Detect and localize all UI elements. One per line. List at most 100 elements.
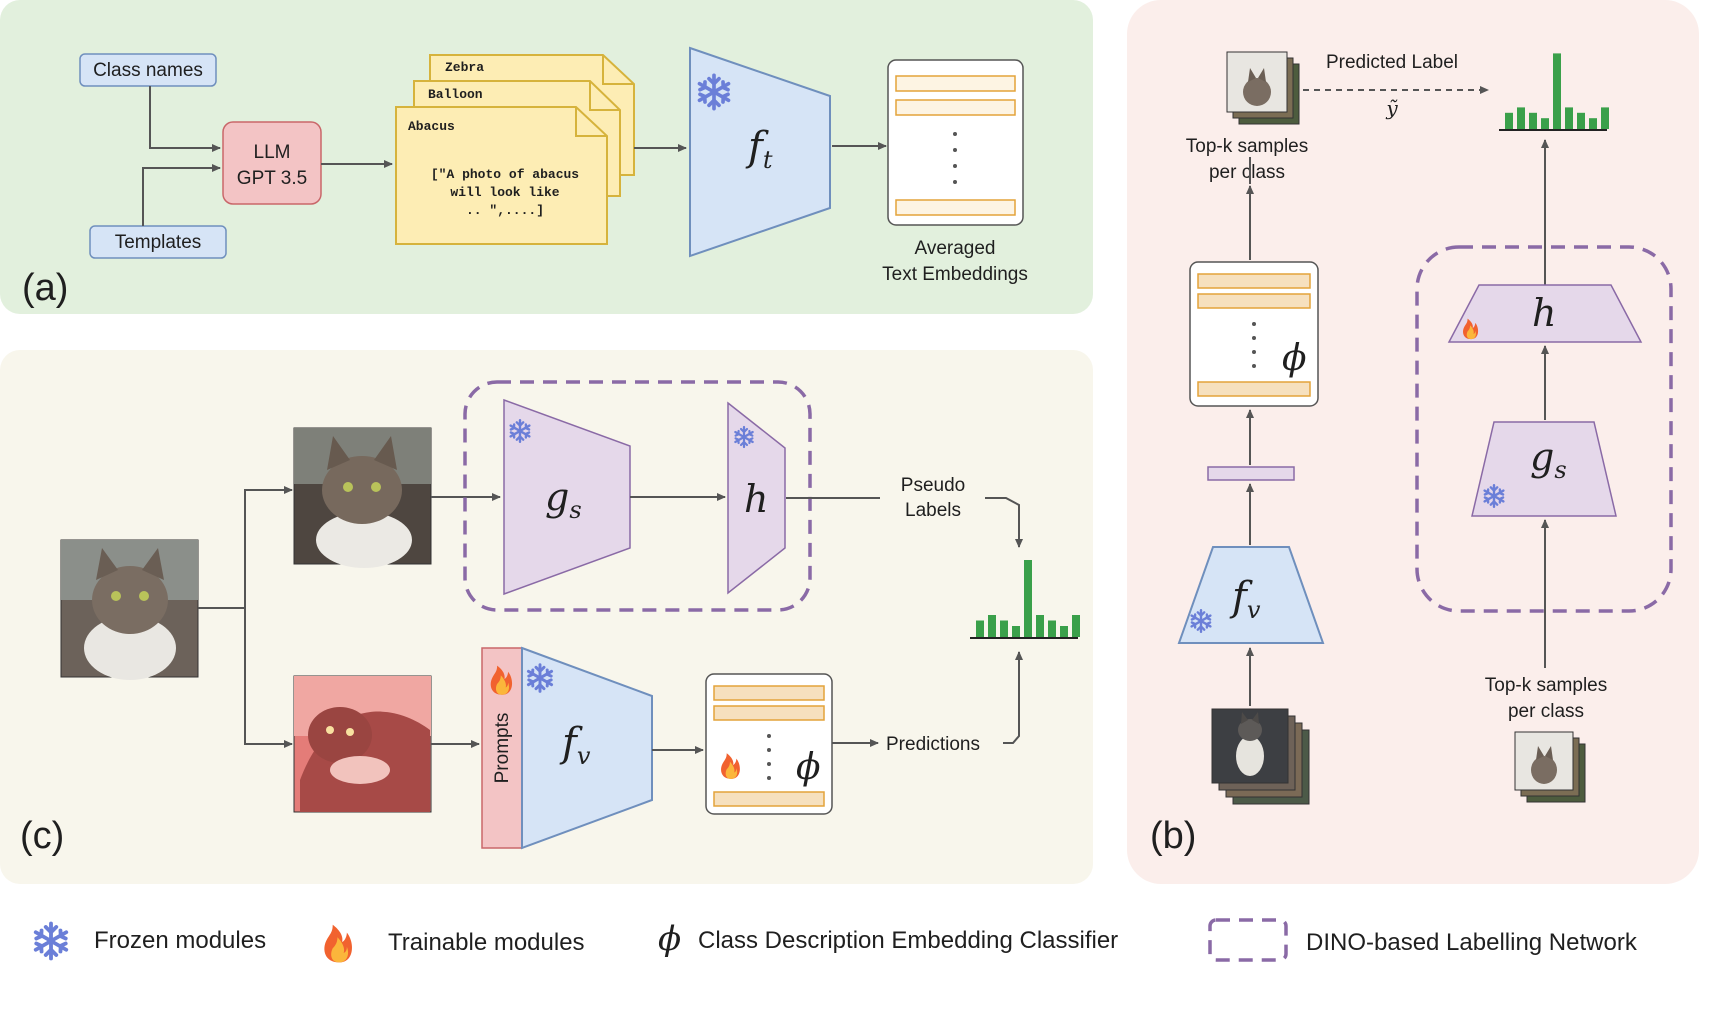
predicted-label-text: Predicted Label [1326, 52, 1458, 73]
image-encoder-fv [521, 646, 653, 850]
histogram-b [1499, 53, 1609, 131]
pseudo-labels-bg [880, 472, 985, 524]
histogram-b-bar [1553, 53, 1561, 129]
input-cat-image [60, 539, 199, 680]
doc-abacus-label: Abacus [408, 119, 455, 134]
arrow-classnames-llm [149, 86, 221, 152]
embeddings-caption-line-1: Averaged [915, 238, 996, 259]
phi-symbol-b: ϕ [1282, 338, 1307, 379]
histogram-c-bar [1060, 626, 1068, 637]
embeddings-caption-line-2: Text Embeddings [882, 264, 1028, 285]
llm-model-label: GPT 3.5 [237, 168, 307, 189]
arrow-to-augmented-image [198, 486, 293, 609]
ellipsis-dots [767, 734, 771, 780]
phi-symbol: ϕ [796, 747, 821, 788]
histogram-b-bar [1577, 112, 1585, 129]
arrow-to-strong-augmented-image [244, 608, 293, 748]
llm-label: LLM [254, 142, 291, 163]
legend-frozen-label: Frozen modules [94, 927, 266, 954]
prompts-label: Prompts [492, 713, 513, 784]
panel-b-label: (b) [1150, 815, 1196, 857]
llm-box [222, 121, 322, 205]
embedding-row [895, 99, 1016, 116]
doc-balloon-fold [589, 81, 620, 111]
legend-classifier-label: Class Description Embedding Classifier [698, 927, 1118, 954]
classifier-row [1197, 381, 1311, 397]
histogram-b-bar [1529, 112, 1537, 129]
gs-symbol: gs [545, 475, 582, 524]
gs-module-b [1471, 421, 1617, 517]
gs-symbol-b: gs [1530, 435, 1567, 484]
dino-labelling-network-box [463, 380, 812, 612]
classifier-row [1197, 293, 1311, 309]
doc-prompt-line-2: will look like [450, 185, 559, 200]
doc-prompt-line-1: ["A photo of abacus [431, 167, 579, 182]
arrow-predictions-histogram [1003, 651, 1023, 744]
panel-c-label: (c) [20, 815, 64, 857]
predictions-label: Predictions [886, 734, 980, 755]
embedding-row [895, 75, 1016, 92]
templates-box [89, 225, 227, 259]
histogram-c-bar [976, 620, 984, 637]
histogram-b-bar [1589, 118, 1597, 129]
unlabelled-images-stack [1211, 708, 1310, 805]
classifier-row [713, 685, 825, 701]
histogram-c-bar [988, 615, 996, 637]
legend: Frozen modules Trainable modules ϕ Class… [33, 918, 1638, 963]
legend-phi-symbol: ϕ [658, 919, 681, 959]
panel-b: (b) Top-k samples per class Predicted La… [1150, 51, 1673, 857]
legend-dino-label: DINO-based Labelling Network [1306, 929, 1638, 956]
templates-label: Templates [115, 232, 202, 253]
panel-c: (c) [20, 380, 1080, 857]
fv-symbol-b: fv [1229, 574, 1261, 624]
y-tilde-symbol: ỹ [1385, 96, 1398, 120]
histogram-c-bar [1072, 615, 1080, 637]
classifier-row [1197, 273, 1311, 289]
histogram-b-bar [1517, 107, 1525, 129]
histogram-c [970, 560, 1080, 639]
feature-vector [1207, 466, 1295, 481]
pseudo-labels-line-2: Labels [905, 500, 961, 521]
h-module-b [1447, 284, 1643, 343]
histogram-b-bar [1505, 112, 1513, 129]
histogram-c-bar [1012, 626, 1020, 637]
panel-b-background [1127, 0, 1699, 884]
ellipsis-dots [1252, 322, 1256, 368]
histogram-c-bar [1000, 620, 1008, 637]
gs-module [503, 398, 631, 596]
legend-trainable-label: Trainable modules [388, 929, 585, 956]
top-k-samples-stack-left [1226, 51, 1300, 125]
top-k-right-line-1: Top-k samples [1485, 675, 1608, 696]
classifier-row [713, 791, 825, 807]
augmented-cat-image [293, 427, 432, 568]
ellipsis-dots [953, 132, 957, 184]
histogram-b-bar [1541, 118, 1549, 129]
panel-a: (a) Class names Templates LLM GPT 3.5 Ze… [22, 46, 1028, 309]
fire-icon [324, 924, 353, 963]
doc-balloon-label: Balloon [428, 87, 483, 102]
h-module [727, 401, 786, 595]
histogram-b-bar [1601, 107, 1609, 129]
top-k-right-line-2: per class [1508, 701, 1584, 722]
classifier-row [713, 705, 825, 721]
panel-a-label: (a) [22, 267, 68, 309]
histogram-b-bar [1565, 107, 1573, 129]
h-symbol-b: h [1532, 291, 1556, 335]
doc-zebra-label: Zebra [445, 60, 484, 75]
doc-abacus-fold [575, 107, 607, 137]
dino-labelling-network-box-b [1415, 245, 1673, 613]
top-k-left-line-1: Top-k samples [1186, 136, 1309, 157]
arrow-templates-llm [142, 164, 221, 226]
h-symbol: h [744, 477, 768, 521]
histogram-c-bar [1024, 560, 1032, 637]
doc-prompt-line-3: .. ",....] [466, 203, 544, 218]
embedding-row [895, 199, 1016, 216]
doc-zebra-fold [602, 55, 634, 85]
class-names-label: Class names [93, 60, 203, 81]
snowflake-icon [33, 921, 69, 961]
doc-abacus [395, 106, 608, 245]
top-k-left-line-2: per class [1209, 162, 1285, 183]
histogram-c-bar [1048, 620, 1056, 637]
